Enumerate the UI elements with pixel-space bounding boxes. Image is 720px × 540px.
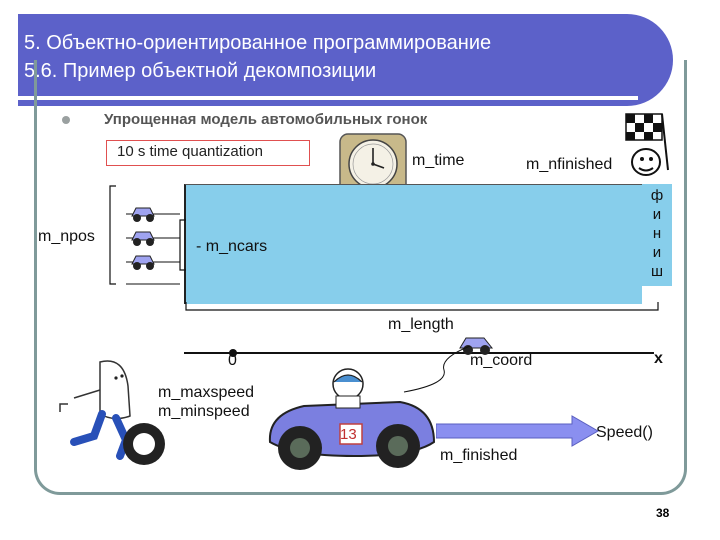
slide-header (18, 14, 673, 106)
m-length-label: m_length (388, 316, 454, 333)
slide-subtitle: Упрощенная модель автомобильных гонок (104, 111, 428, 128)
m-finished-label: m_finished (440, 447, 518, 464)
title-line-1: 5. Объектно-ориентированное программиров… (24, 32, 492, 54)
x-axis-label: x (654, 350, 663, 367)
speed-method-label: Speed() (596, 424, 653, 441)
race-car-icon (268, 368, 436, 470)
race-track (184, 184, 642, 304)
m-coord-label: m_coord (470, 352, 533, 369)
finish-flag-icon (625, 113, 669, 176)
m-ncars-label: - m_ncars (196, 238, 268, 255)
tire-icon (123, 423, 165, 465)
origin-dot (229, 349, 237, 357)
title-line-2: 5.6. Пример объектной декомпозиции (24, 60, 377, 82)
m-npos-label: m_npos (38, 228, 95, 245)
car-on-axis-icon (459, 337, 494, 355)
time-quantization-box: 10 s time quantization (106, 140, 310, 166)
speed-arrow (436, 415, 600, 447)
bullet-icon (62, 116, 70, 124)
coord-connector-line (403, 345, 471, 393)
slide-frame (34, 60, 687, 495)
small-car-icon (131, 207, 155, 222)
running-man-icon (59, 360, 131, 460)
small-car-icon (131, 231, 155, 246)
clock-icon (339, 133, 407, 195)
car-number-label: 13 (340, 426, 357, 443)
m-minspeed-label: m_minspeed (158, 403, 250, 420)
finish-label: ф и н и ш (650, 187, 664, 280)
m-nfinished-label: m_nfinished (526, 156, 613, 173)
coordinate-axis (184, 352, 654, 354)
finish-zone (642, 184, 672, 286)
page-number: 38 (656, 506, 670, 520)
m-maxspeed-label: m_maxspeed (158, 384, 255, 401)
origin-label: 0 (228, 352, 237, 369)
small-car-icon (131, 255, 155, 270)
car-positions-group (109, 185, 186, 285)
m-time-label: m_time (412, 152, 465, 169)
length-bracket (185, 302, 659, 311)
header-divider (18, 96, 638, 100)
